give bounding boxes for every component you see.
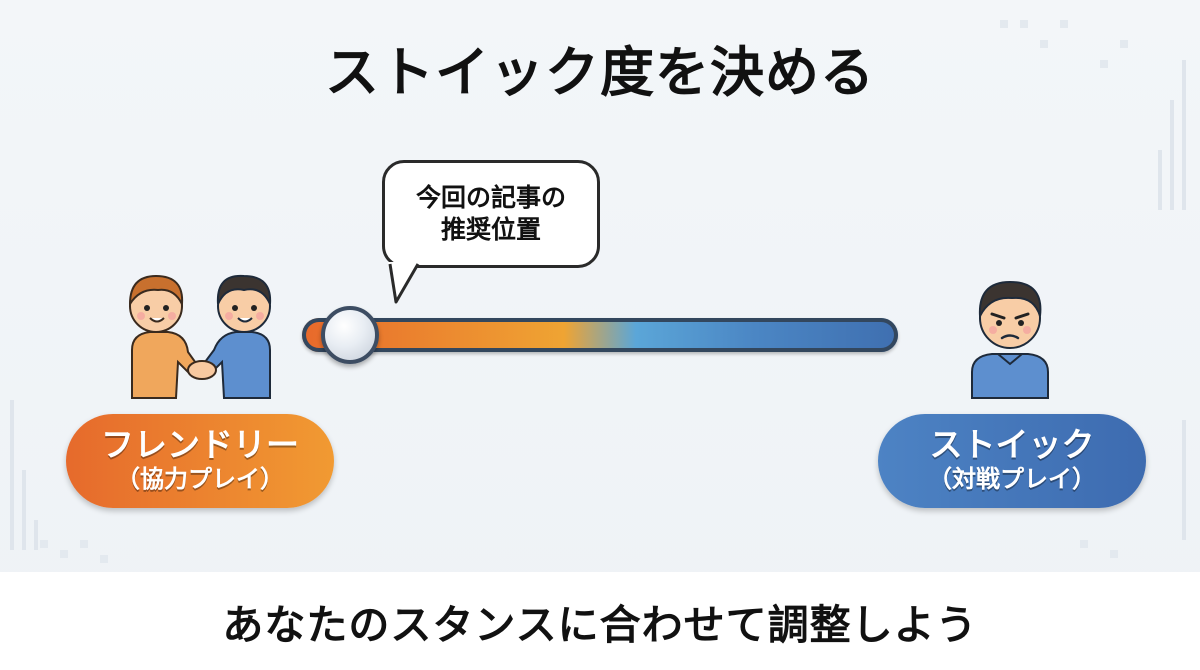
page-title: ストイック度を決める bbox=[325, 41, 875, 104]
friendly-label: フレンドリー bbox=[101, 425, 299, 465]
callout-line-2: 推奨位置 bbox=[440, 215, 541, 244]
callout-line-1: 今回の記事の bbox=[415, 183, 566, 212]
footer-banner: あなたのスタンスに合わせて調整しよう bbox=[0, 572, 1200, 670]
stoic-label-pill: ストイック （対戦プレイ） bbox=[878, 414, 1146, 508]
friendly-label-pill: フレンドリー （協力プレイ） bbox=[66, 414, 334, 508]
handshake-people-icon bbox=[128, 274, 272, 399]
slider-knob[interactable] bbox=[320, 306, 379, 364]
stoicism-slider-track[interactable] bbox=[302, 318, 898, 352]
stoic-sublabel: （対戦プレイ） bbox=[928, 465, 1096, 494]
stern-person-icon bbox=[971, 280, 1049, 399]
stoic-label: ストイック bbox=[929, 425, 1095, 465]
footer-text: あなたのスタンスに合わせて調整しよう bbox=[222, 601, 978, 649]
recommended-position-callout: 今回の記事の 推奨位置 bbox=[382, 160, 600, 268]
friendly-sublabel: （協力プレイ） bbox=[116, 465, 284, 494]
callout-pointer bbox=[388, 262, 420, 304]
